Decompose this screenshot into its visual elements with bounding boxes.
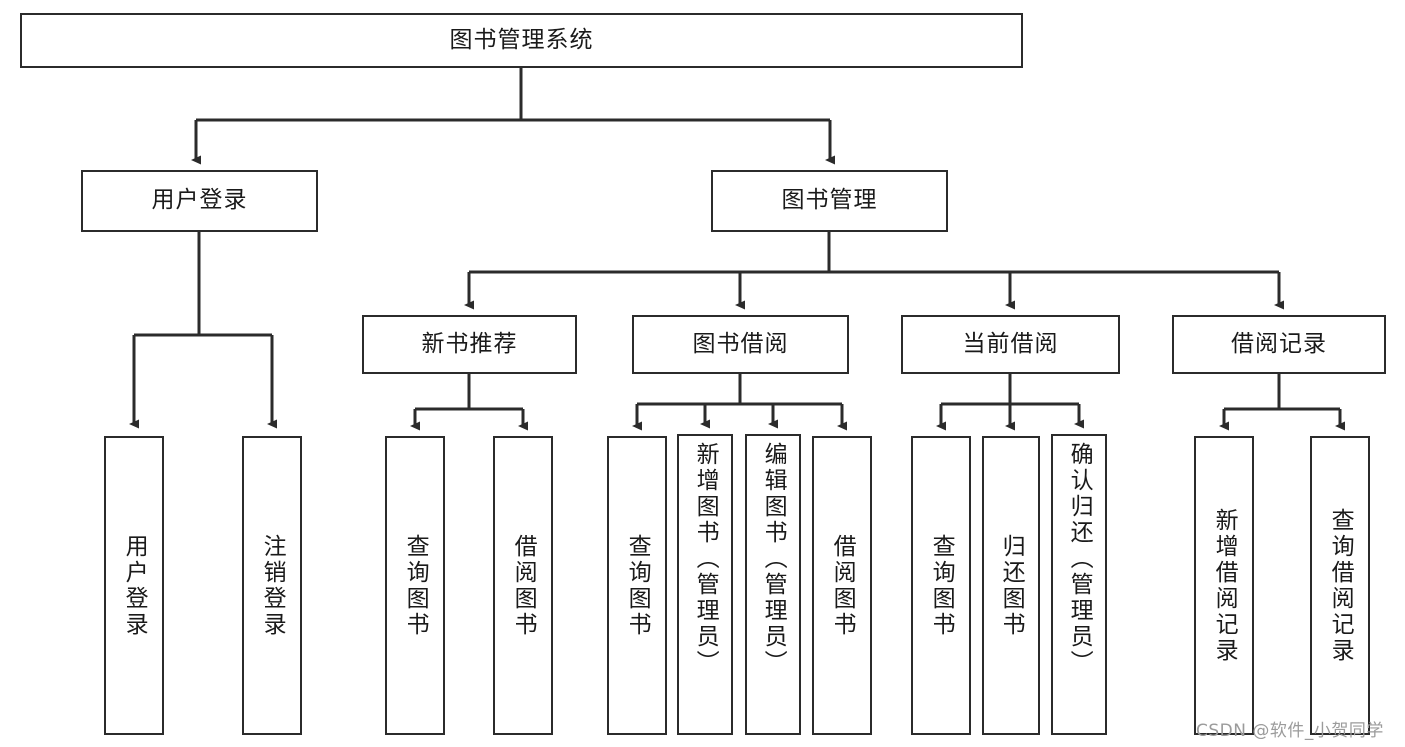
- node-label: 图书管理: [781, 187, 878, 214]
- node-label: 用户登录: [121, 533, 148, 638]
- node-book-borrowing[interactable]: 图书借阅: [632, 315, 849, 374]
- leaf-new-book-query-book[interactable]: 查询图书: [385, 436, 445, 735]
- leaf-current-return-book[interactable]: 归还图书: [982, 436, 1040, 735]
- node-root-book-management-system[interactable]: 图书管理系统: [20, 13, 1023, 68]
- node-label: 确认归还（管理员）: [1066, 442, 1093, 676]
- leaf-borrow-borrow-book[interactable]: 借阅图书: [812, 436, 872, 735]
- edges: [129, 68, 1345, 431]
- node-book-management[interactable]: 图书管理: [711, 170, 948, 232]
- node-label: 编辑图书（管理员）: [760, 442, 787, 676]
- leaf-borrow-edit-book-admin[interactable]: 编辑图书（管理员）: [745, 434, 801, 735]
- node-label: 归还图书: [998, 533, 1025, 638]
- leaf-record-add-record[interactable]: 新增借阅记录: [1194, 436, 1254, 735]
- node-label: 查询图书: [624, 533, 651, 638]
- leaf-user-login-login[interactable]: 用户登录: [104, 436, 164, 735]
- node-label: 新书推荐: [421, 330, 518, 357]
- leaf-borrow-add-book-admin[interactable]: 新增图书（管理员）: [677, 434, 733, 735]
- leaf-new-book-borrow-book[interactable]: 借阅图书: [493, 436, 553, 735]
- node-label: 查询借阅记录: [1327, 507, 1354, 664]
- leaf-current-query-book[interactable]: 查询图书: [911, 436, 971, 735]
- node-borrowing-record[interactable]: 借阅记录: [1172, 315, 1386, 374]
- node-current-borrowing[interactable]: 当前借阅: [901, 315, 1120, 374]
- leaf-record-query-record[interactable]: 查询借阅记录: [1310, 436, 1370, 735]
- node-label: 用户登录: [151, 187, 248, 214]
- node-label: 当前借阅: [962, 330, 1059, 357]
- leaf-borrow-query-book[interactable]: 查询图书: [607, 436, 667, 735]
- node-new-book-recommendation[interactable]: 新书推荐: [362, 315, 577, 374]
- node-label: 图书借阅: [692, 330, 789, 357]
- node-label: 借阅图书: [829, 533, 856, 638]
- node-label: 查询图书: [928, 533, 955, 638]
- node-label: 新增借阅记录: [1211, 507, 1238, 664]
- node-label: 新增图书（管理员）: [692, 442, 719, 676]
- leaf-current-confirm-return-admin[interactable]: 确认归还（管理员）: [1051, 434, 1107, 735]
- node-label: 注销登录: [259, 533, 286, 638]
- node-user-login[interactable]: 用户登录: [81, 170, 318, 232]
- node-label: 图书管理系统: [449, 26, 594, 53]
- leaf-user-login-logout[interactable]: 注销登录: [242, 436, 302, 735]
- node-label: 借阅记录: [1231, 330, 1327, 357]
- node-label: 借阅图书: [510, 533, 537, 638]
- node-label: 查询图书: [402, 533, 429, 638]
